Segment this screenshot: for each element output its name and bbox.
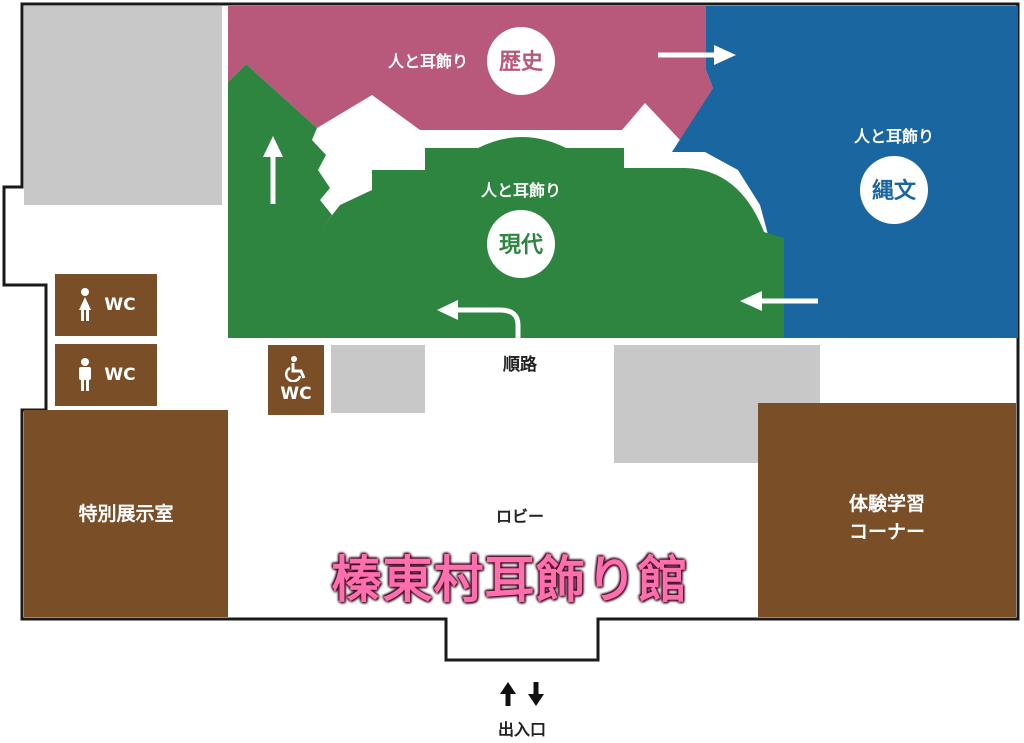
special-exhibit-room <box>24 410 228 617</box>
route-label: 順路 <box>503 355 537 375</box>
entrance-arrows-icon <box>500 682 544 706</box>
history-subtitle: 人と耳飾り <box>388 52 468 71</box>
modern-name: 現代 <box>499 233 543 258</box>
wheelchair-icon <box>285 356 306 382</box>
wc-men-label: WC <box>104 365 136 385</box>
modern-exhibit-area <box>228 64 784 338</box>
jomon-badge <box>860 156 928 224</box>
arrow-right-icon <box>658 45 736 65</box>
entrance-label: 出入口 <box>497 720 546 739</box>
modern-subtitle: 人と耳飾り <box>481 181 561 200</box>
history-exhibit-area <box>228 6 713 140</box>
learning-corner-line1: 体験学習 <box>848 493 925 515</box>
learning-corner-room <box>758 403 1016 617</box>
page-title: 榛東村耳飾り館 <box>331 551 689 609</box>
modern-badge <box>487 210 555 278</box>
history-badge <box>487 27 555 95</box>
wc-accessible: WC <box>268 345 324 415</box>
wc-women-label: WC <box>104 295 136 315</box>
jomon-name: 縄文 <box>872 178 917 204</box>
wc-women: WC <box>55 274 157 336</box>
arrow-left-icon <box>740 291 818 311</box>
wc-men: WC <box>55 344 157 406</box>
men-icon <box>79 358 92 391</box>
wc-accessible-label: WC <box>280 384 312 404</box>
storage-block-center <box>331 345 425 413</box>
route-arrow-icon <box>437 300 521 338</box>
women-icon <box>79 288 92 321</box>
lobby-label: ロビー <box>495 507 544 526</box>
storage-block-topleft <box>24 6 222 205</box>
learning-corner-line2: コーナー <box>848 521 925 543</box>
jomon-exhibit-area <box>672 6 1018 338</box>
arrow-up-icon <box>263 136 283 204</box>
jomon-subtitle: 人と耳飾り <box>854 127 934 146</box>
learning-corner-label: 体験学習 コーナー <box>758 490 1016 546</box>
history-name: 歴史 <box>499 50 544 75</box>
special-exhibit-label: 特別展示室 <box>78 503 174 525</box>
